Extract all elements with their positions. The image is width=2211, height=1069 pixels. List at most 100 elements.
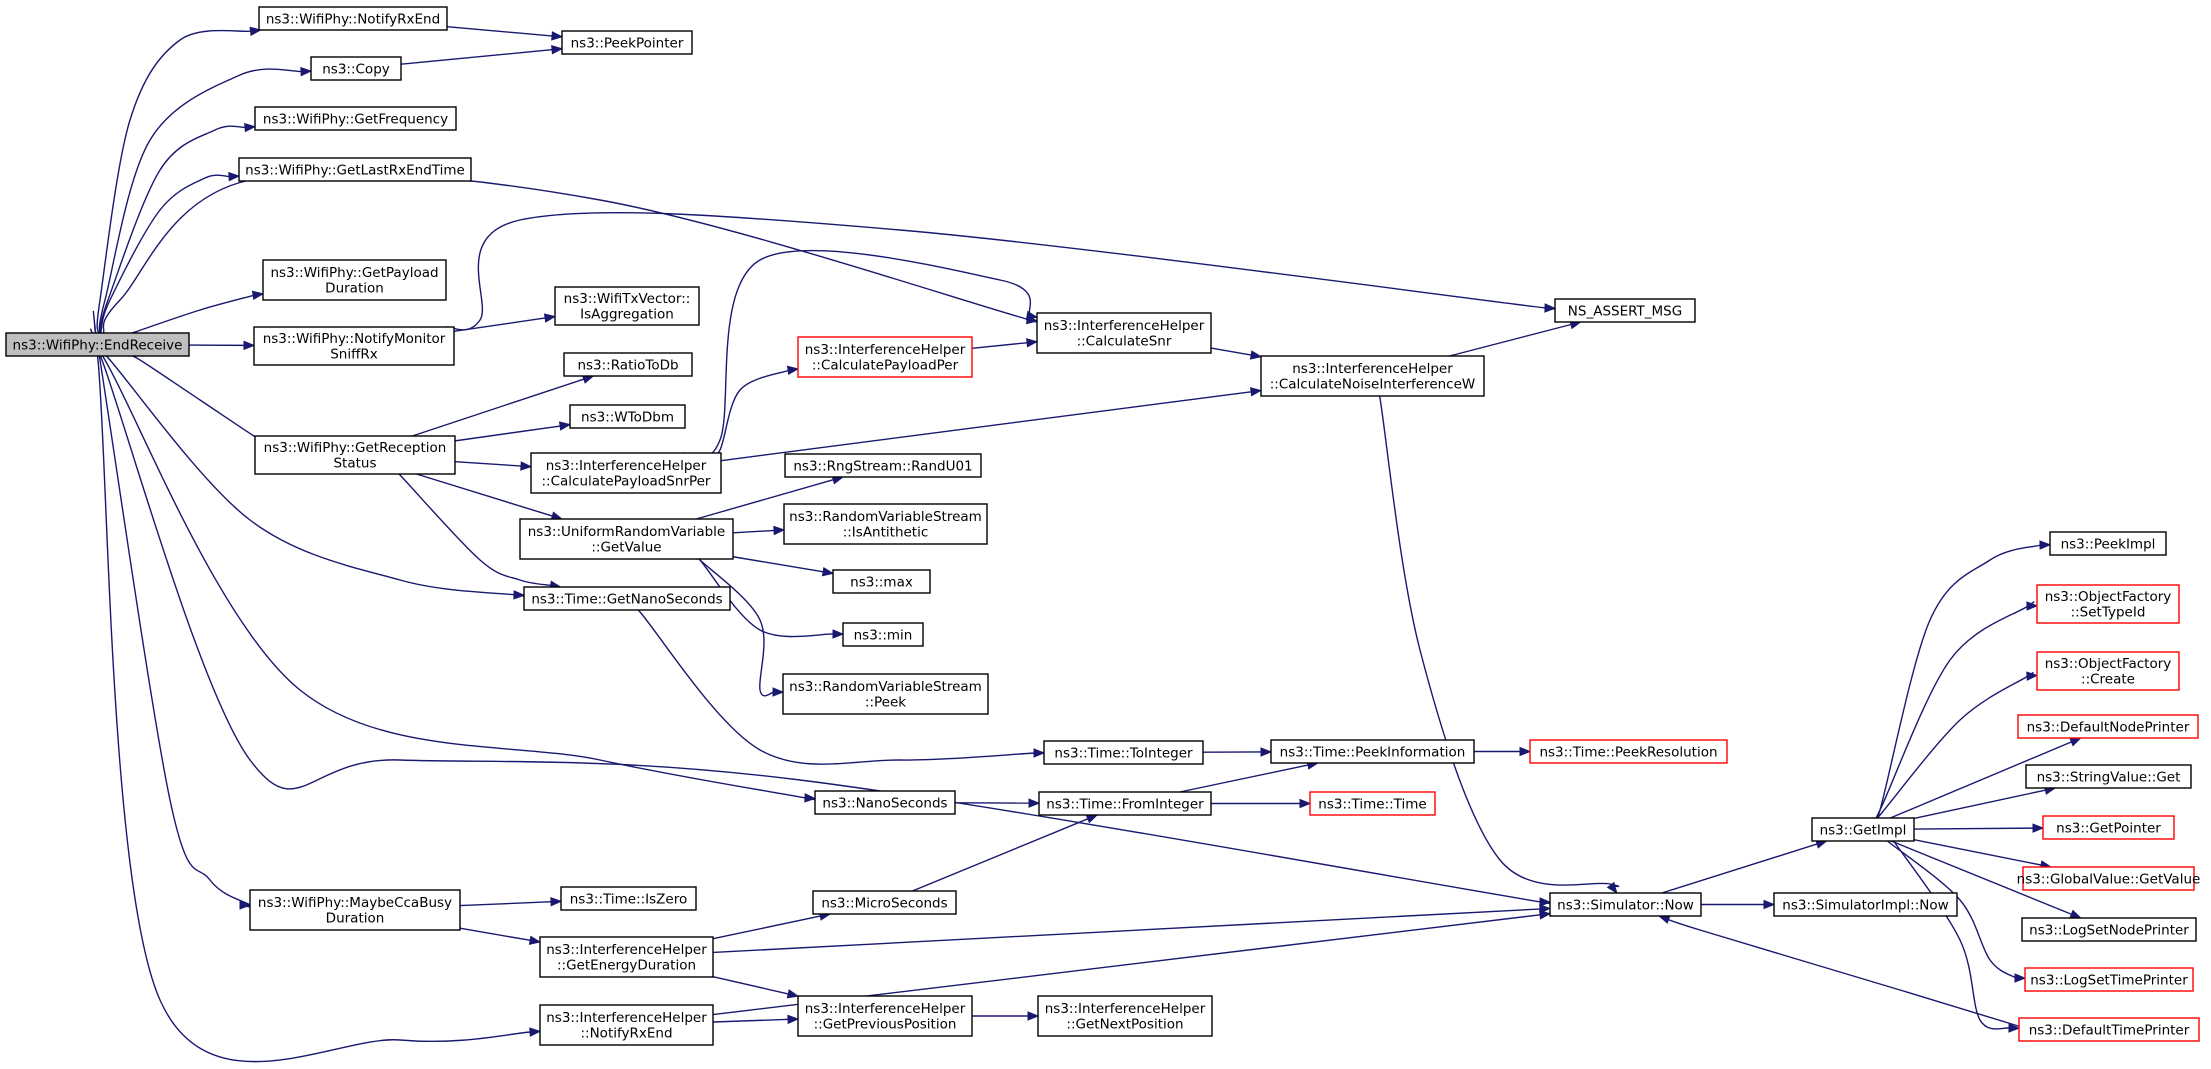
node-label: IsAggregation bbox=[580, 307, 674, 323]
arrowhead-icon bbox=[300, 66, 313, 77]
arrowhead-icon bbox=[1544, 303, 1557, 313]
function-node-peekResolution[interactable]: ns3::Time::PeekResolution bbox=[1529, 739, 1728, 764]
call-edge-getPreviousPosition-to-getNextPosition bbox=[972, 1011, 1040, 1021]
function-node-globalValueGetValue[interactable]: ns3::GlobalValue::GetValue bbox=[2017, 866, 2201, 891]
node-label: ns3::Time::ToInteger bbox=[1054, 745, 1193, 761]
function-node-timeTime[interactable]: ns3::Time::Time bbox=[1309, 791, 1436, 816]
function-node-getImpl[interactable]: ns3::GetImpl bbox=[1811, 817, 1915, 842]
function-node-isAggregation[interactable]: ns3::WifiTxVector::IsAggregation bbox=[554, 286, 700, 326]
function-node-calcSnr[interactable]: ns3::InterferenceHelper::CalculateSnr bbox=[1036, 312, 1212, 354]
arrowhead-icon bbox=[1539, 910, 1552, 920]
function-node-defaultNodePrinter[interactable]: ns3::DefaultNodePrinter bbox=[2017, 714, 2199, 739]
function-node-notifyRxEnd[interactable]: ns3::WifiPhy::NotifyRxEnd bbox=[258, 6, 448, 31]
node-label: ns3::PeekImpl bbox=[2061, 536, 2156, 552]
node-label: ::NotifyRxEnd bbox=[580, 1026, 672, 1042]
function-node-nsAssertMsg[interactable]: NS_ASSERT_MSG bbox=[1554, 298, 1696, 323]
call-edge-calcPayloadPer-to-calcSnr bbox=[971, 338, 1039, 349]
function-node-ihNotifyRxEnd[interactable]: ns3::InterferenceHelper::NotifyRxEnd bbox=[539, 1004, 714, 1046]
call-edge-root-to-nanoSeconds bbox=[89, 333, 822, 803]
function-node-uniformGetValue[interactable]: ns3::UniformRandomVariable::GetValue bbox=[519, 518, 734, 560]
node-label: ns3::InterferenceHelper bbox=[1044, 318, 1205, 334]
node-label: ns3::max bbox=[850, 574, 913, 590]
call-edge-getImpl-to-globalValueGetValue bbox=[1913, 838, 2053, 870]
function-nodes: ns3::WifiPhy::EndReceive ns3::WifiPhy::No… bbox=[5, 6, 2201, 1046]
function-node-nanoSeconds[interactable]: ns3::NanoSeconds bbox=[814, 790, 956, 815]
arrowhead-icon bbox=[832, 629, 845, 639]
function-node-getNanoSeconds[interactable]: ns3::Time::GetNanoSeconds bbox=[523, 586, 731, 611]
arrowhead-icon bbox=[551, 45, 564, 55]
function-node-getPreviousPosition[interactable]: ns3::InterferenceHelper::GetPreviousPosi… bbox=[797, 995, 973, 1037]
function-node-max[interactable]: ns3::max bbox=[832, 569, 931, 594]
function-node-rvsPeek[interactable]: ns3::RandomVariableStream::Peek bbox=[782, 673, 989, 715]
function-node-simImplNow[interactable]: ns3::SimulatorImpl::Now bbox=[1773, 892, 1958, 917]
arrowhead-icon bbox=[2014, 973, 2027, 983]
node-label: ns3::DefaultTimePrinter bbox=[2029, 1022, 2190, 1038]
call-edge-getReceptionStatus-to-calcPayloadSnrPer bbox=[454, 460, 533, 471]
node-label: ::CalculateNoiseInterferenceW bbox=[1270, 377, 1476, 393]
arrowhead-icon bbox=[1085, 814, 1099, 824]
node-label: ns3::WifiPhy::NotifyMonitor bbox=[263, 331, 446, 347]
arrowhead-icon bbox=[786, 989, 800, 999]
arrowhead-icon bbox=[520, 461, 533, 471]
node-label: ns3::InterferenceHelper bbox=[805, 342, 966, 358]
function-node-ofCreate[interactable]: ns3::ObjectFactory::Create bbox=[2036, 651, 2180, 691]
function-node-getPointer[interactable]: ns3::GetPointer bbox=[2042, 815, 2175, 840]
function-node-randU01[interactable]: ns3::RngStream::RandU01 bbox=[784, 453, 982, 478]
call-edge-getImpl-to-defaultNodePrinter bbox=[1890, 737, 2082, 819]
function-node-getFrequency[interactable]: ns3::WifiPhy::GetFrequency bbox=[254, 106, 457, 131]
function-node-peekPointer[interactable]: ns3::PeekPointer bbox=[561, 30, 693, 55]
arrowhead-icon bbox=[786, 365, 800, 376]
function-node-simulatorNow[interactable]: ns3::Simulator::Now bbox=[1549, 892, 1702, 917]
node-label: SniffRx bbox=[330, 347, 378, 363]
function-node-isZero[interactable]: ns3::Time::IsZero bbox=[560, 886, 697, 911]
node-label: ns3::WifiPhy::GetReception bbox=[264, 440, 447, 456]
function-node-ratioToDb[interactable]: ns3::RatioToDb bbox=[563, 352, 693, 377]
function-node-microSeconds[interactable]: ns3::MicroSeconds bbox=[812, 890, 957, 915]
call-edge-getEnergyDuration-to-simulatorNow bbox=[712, 904, 1552, 954]
node-label: ns3::InterferenceHelper bbox=[546, 942, 707, 958]
call-edge-calcPayloadSnrPer-to-calcPayloadPer bbox=[707, 365, 800, 457]
function-node-logSetTimePrinter[interactable]: ns3::LogSetTimePrinter bbox=[2024, 967, 2194, 992]
function-node-ofSetTypeId[interactable]: ns3::ObjectFactory::SetTypeId bbox=[2036, 584, 2180, 624]
function-node-getEnergyDuration[interactable]: ns3::InterferenceHelper::GetEnergyDurati… bbox=[539, 936, 714, 978]
function-node-calcPayloadPer[interactable]: ns3::InterferenceHelper::CalculatePayloa… bbox=[797, 336, 973, 378]
function-node-getNextPosition[interactable]: ns3::InterferenceHelper::GetNextPosition bbox=[1037, 995, 1213, 1037]
call-edge-maybeCcaBusy-to-getEnergyDuration bbox=[459, 927, 542, 945]
arrowhead-icon bbox=[1539, 904, 1552, 914]
node-label: ns3::Time::IsZero bbox=[570, 891, 688, 907]
node-label: ns3::RatioToDb bbox=[577, 357, 678, 373]
function-node-copy[interactable]: ns3::Copy bbox=[310, 56, 402, 81]
function-node-fromInteger[interactable]: ns3::Time::FromInteger bbox=[1038, 791, 1212, 816]
function-node-toInteger[interactable]: ns3::Time::ToInteger bbox=[1043, 740, 1204, 765]
function-node-stringValueGet[interactable]: ns3::StringValue::Get bbox=[2025, 764, 2192, 789]
node-label: ns3::Time::PeekInformation bbox=[1280, 744, 1466, 760]
function-node-calcPayloadSnrPer[interactable]: ns3::InterferenceHelper::CalculatePayloa… bbox=[530, 452, 722, 494]
function-node-min[interactable]: ns3::min bbox=[842, 622, 924, 647]
arrowhead-icon bbox=[1260, 747, 1273, 757]
arrowhead-icon bbox=[1519, 746, 1532, 757]
function-node-peekInformation[interactable]: ns3::Time::PeekInformation bbox=[1270, 739, 1475, 764]
arrowhead-icon bbox=[772, 687, 785, 697]
node-label: ns3::ObjectFactory bbox=[2045, 589, 2172, 605]
function-node-root[interactable]: ns3::WifiPhy::EndReceive bbox=[5, 332, 190, 357]
arrowhead-icon bbox=[1249, 350, 1263, 360]
function-node-peekImpl[interactable]: ns3::PeekImpl bbox=[2049, 531, 2167, 556]
function-node-wToDbm[interactable]: ns3::WToDbm bbox=[569, 404, 686, 429]
node-label: ::CalculatePayloadSnrPer bbox=[542, 474, 711, 490]
arrowhead-icon bbox=[1027, 1011, 1040, 1021]
call-edge-getReceptionStatus-to-wToDbm bbox=[454, 421, 572, 442]
call-edge-getImpl-to-ofCreate bbox=[1872, 671, 2039, 824]
node-label: ::CalculatePayloadPer bbox=[812, 358, 959, 374]
node-label: ns3::GetImpl bbox=[1820, 822, 1907, 838]
function-node-isAntithetic[interactable]: ns3::RandomVariableStream::IsAntithetic bbox=[783, 503, 988, 545]
function-node-defaultTimePrinter[interactable]: ns3::DefaultTimePrinter bbox=[2018, 1017, 2200, 1042]
function-node-logSetNodePrinter[interactable]: ns3::LogSetNodePrinter bbox=[2021, 917, 2197, 942]
node-label: ns3::WToDbm bbox=[581, 409, 674, 425]
function-node-getLastRxEndTime[interactable]: ns3::WifiPhy::GetLastRxEndTime bbox=[238, 157, 472, 182]
function-node-calcNoiseInterf[interactable]: ns3::InterferenceHelper::CalculateNoiseI… bbox=[1260, 355, 1485, 397]
